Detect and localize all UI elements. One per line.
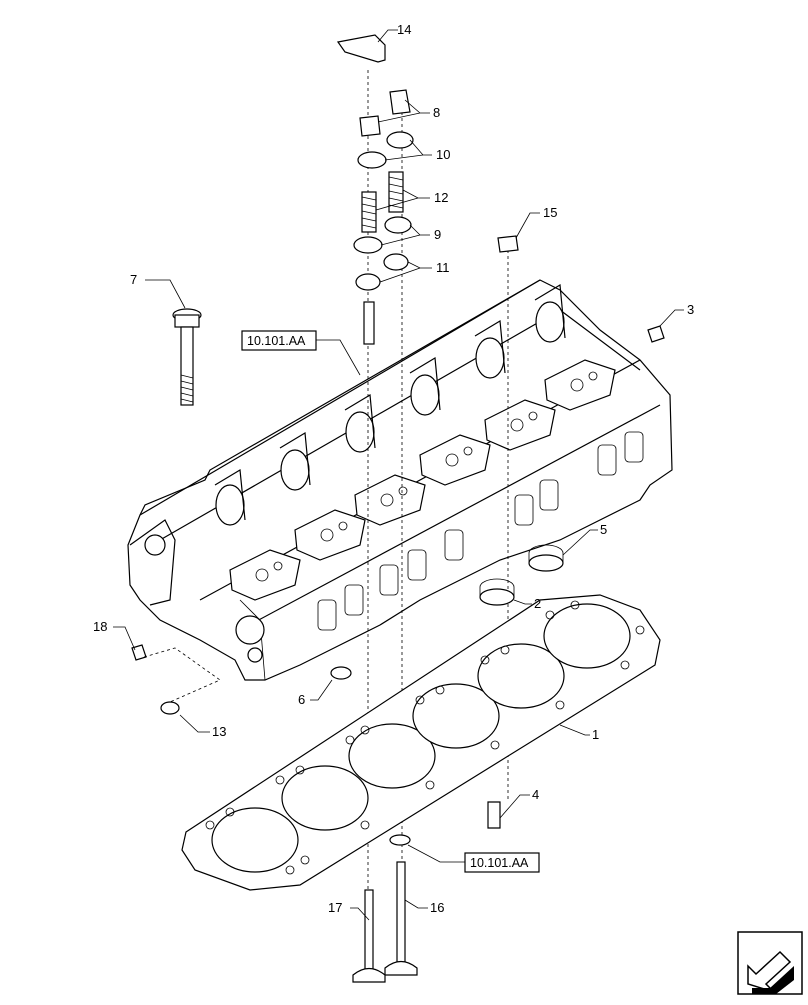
leader-lines	[113, 29, 684, 921]
valve-train	[131, 34, 665, 900]
callout-4: 4	[532, 787, 539, 802]
callout-8: 8	[433, 105, 440, 120]
deck-pads	[229, 359, 616, 601]
head-bolt	[172, 308, 202, 406]
ref-label-bottom: 10.101.AA	[470, 856, 529, 870]
callout-labels: 14 8 10 12 9 11 15 3 7 5 2 6 1 4 16 17 1…	[93, 22, 694, 915]
callout-14: 14	[397, 22, 411, 37]
callout-15: 15	[543, 205, 557, 220]
ref-box-bottom[interactable]: 10.101.AA	[464, 852, 540, 873]
cylinder-head	[127, 279, 673, 681]
callout-3: 3	[687, 302, 694, 317]
callout-17: 17	[328, 900, 342, 915]
callout-1: 1	[592, 727, 599, 742]
head-gasket	[181, 594, 661, 891]
callout-5: 5	[600, 522, 607, 537]
side-ports	[317, 431, 644, 631]
callout-13: 13	[212, 724, 226, 739]
navigation-arrow-icon[interactable]	[737, 931, 803, 995]
bore-row	[214, 283, 566, 526]
callout-18: 18	[93, 619, 107, 634]
callout-2: 2	[534, 596, 541, 611]
ref-box-top[interactable]: 10.101.AA	[241, 330, 317, 351]
callout-11: 11	[436, 260, 450, 275]
callout-10: 10	[436, 147, 450, 162]
valves	[352, 861, 418, 983]
gasket-holes	[205, 600, 645, 875]
callout-16: 16	[430, 900, 444, 915]
callout-7: 7	[130, 272, 137, 287]
ref-label-top: 10.101.AA	[247, 334, 306, 348]
callout-9: 9	[434, 227, 441, 242]
callout-12: 12	[434, 190, 448, 205]
callout-6: 6	[298, 692, 305, 707]
